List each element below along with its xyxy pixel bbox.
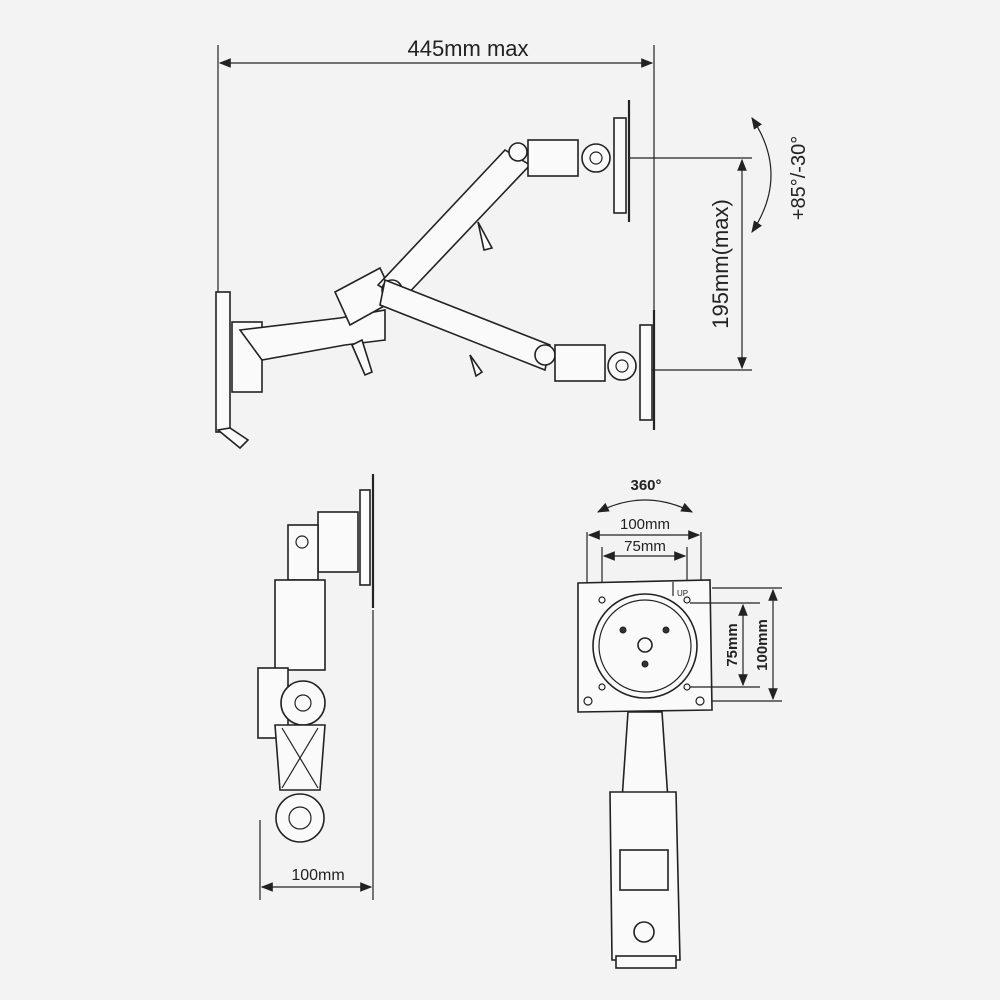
- rotation-label: 360°: [630, 477, 661, 494]
- tilt-arrow: [751, 117, 772, 233]
- rotation-arrow: [596, 499, 694, 513]
- base-arm: [238, 266, 397, 377]
- reach-label: 445mm max: [407, 36, 528, 61]
- side-view: [257, 474, 375, 900]
- vesa-vertical-dims: [690, 587, 782, 702]
- vesa-outer-v-label: 100mm: [754, 619, 771, 671]
- side-depth-label: 100mm: [291, 867, 344, 884]
- height-label: 195mm(max): [708, 199, 733, 329]
- upper-arm: [376, 100, 631, 302]
- lower-arm: [379, 278, 656, 430]
- wall-plate: [215, 291, 263, 450]
- height-dimension: [630, 157, 752, 371]
- up-marker: UP: [677, 589, 688, 598]
- vesa-outer-h-label: 100mm: [620, 516, 670, 533]
- vesa-inner-h-label: 75mm: [624, 538, 666, 555]
- front-arm: [609, 711, 681, 969]
- tilt-label: +85°/-30°: [788, 136, 810, 220]
- vesa-plate: [577, 579, 713, 713]
- vesa-inner-v-label: 75mm: [724, 623, 741, 666]
- reach-dimension: [217, 45, 655, 310]
